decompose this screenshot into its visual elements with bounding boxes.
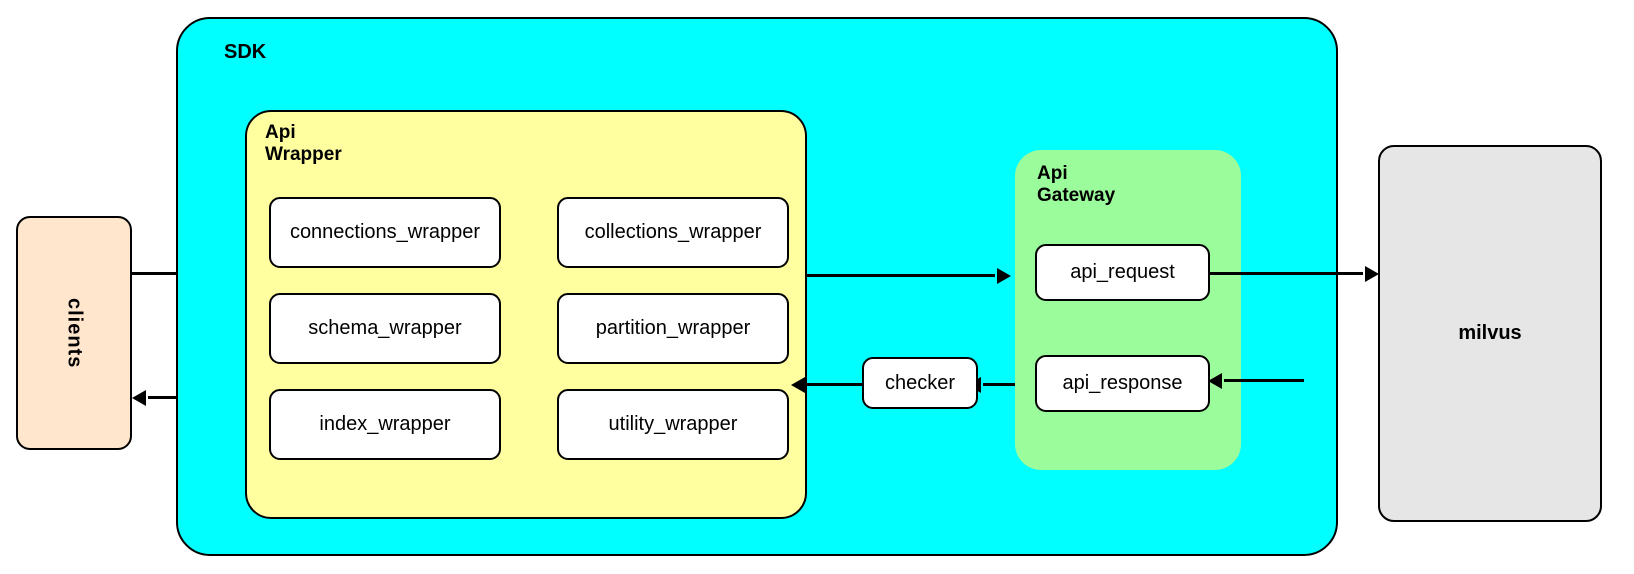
module-label: partition_wrapper (595, 317, 751, 339)
arrow-milvus-to-api-response (1224, 379, 1304, 382)
arrow-api-request-to-milvus (1208, 272, 1363, 275)
milvus-node[interactable]: milvus (1378, 145, 1602, 522)
api-wrapper-label: Api Wrapper (265, 122, 342, 166)
module-label: api_response (1062, 372, 1183, 394)
checker-node[interactable]: checker (862, 357, 978, 409)
module-label: index_wrapper (319, 413, 451, 435)
clients-label: clients (63, 297, 86, 369)
arrow-api-response-to-checker (983, 383, 1036, 386)
milvus-label: milvus (1458, 322, 1522, 344)
module-api-response[interactable]: api_response (1035, 355, 1210, 412)
arrow-checker-to-api-wrapper (807, 383, 862, 386)
module-connections-wrapper[interactable]: connections_wrapper (269, 197, 501, 268)
arrow-clients-to-api-wrapper (132, 272, 216, 275)
module-label: schema_wrapper (308, 317, 462, 339)
module-index-wrapper[interactable]: index_wrapper (269, 389, 501, 460)
arrow-api-wrapper-to-api-request (807, 274, 995, 277)
module-label: api_request (1070, 261, 1175, 283)
module-collections-wrapper[interactable]: collections_wrapper (557, 197, 789, 268)
sdk-label: SDK (224, 41, 267, 63)
module-utility-wrapper[interactable]: utility_wrapper (557, 389, 789, 460)
api-gateway-container[interactable]: Api Gateway api_request api_response (1015, 150, 1241, 470)
checker-label: checker (884, 371, 956, 394)
module-schema-wrapper[interactable]: schema_wrapper (269, 293, 501, 364)
module-label: collections_wrapper (584, 221, 762, 243)
module-partition-wrapper[interactable]: partition_wrapper (557, 293, 789, 364)
module-api-request[interactable]: api_request (1035, 244, 1210, 301)
api-wrapper-container[interactable]: Api Wrapper connections_wrapper collecti… (245, 110, 807, 519)
clients-node[interactable]: clients (16, 216, 132, 450)
api-gateway-label: Api Gateway (1037, 163, 1116, 207)
sdk-container[interactable]: SDK Api Wrapper connections_wrapper coll… (176, 17, 1338, 556)
module-label: utility_wrapper (608, 413, 738, 435)
module-label: connections_wrapper (289, 221, 481, 243)
